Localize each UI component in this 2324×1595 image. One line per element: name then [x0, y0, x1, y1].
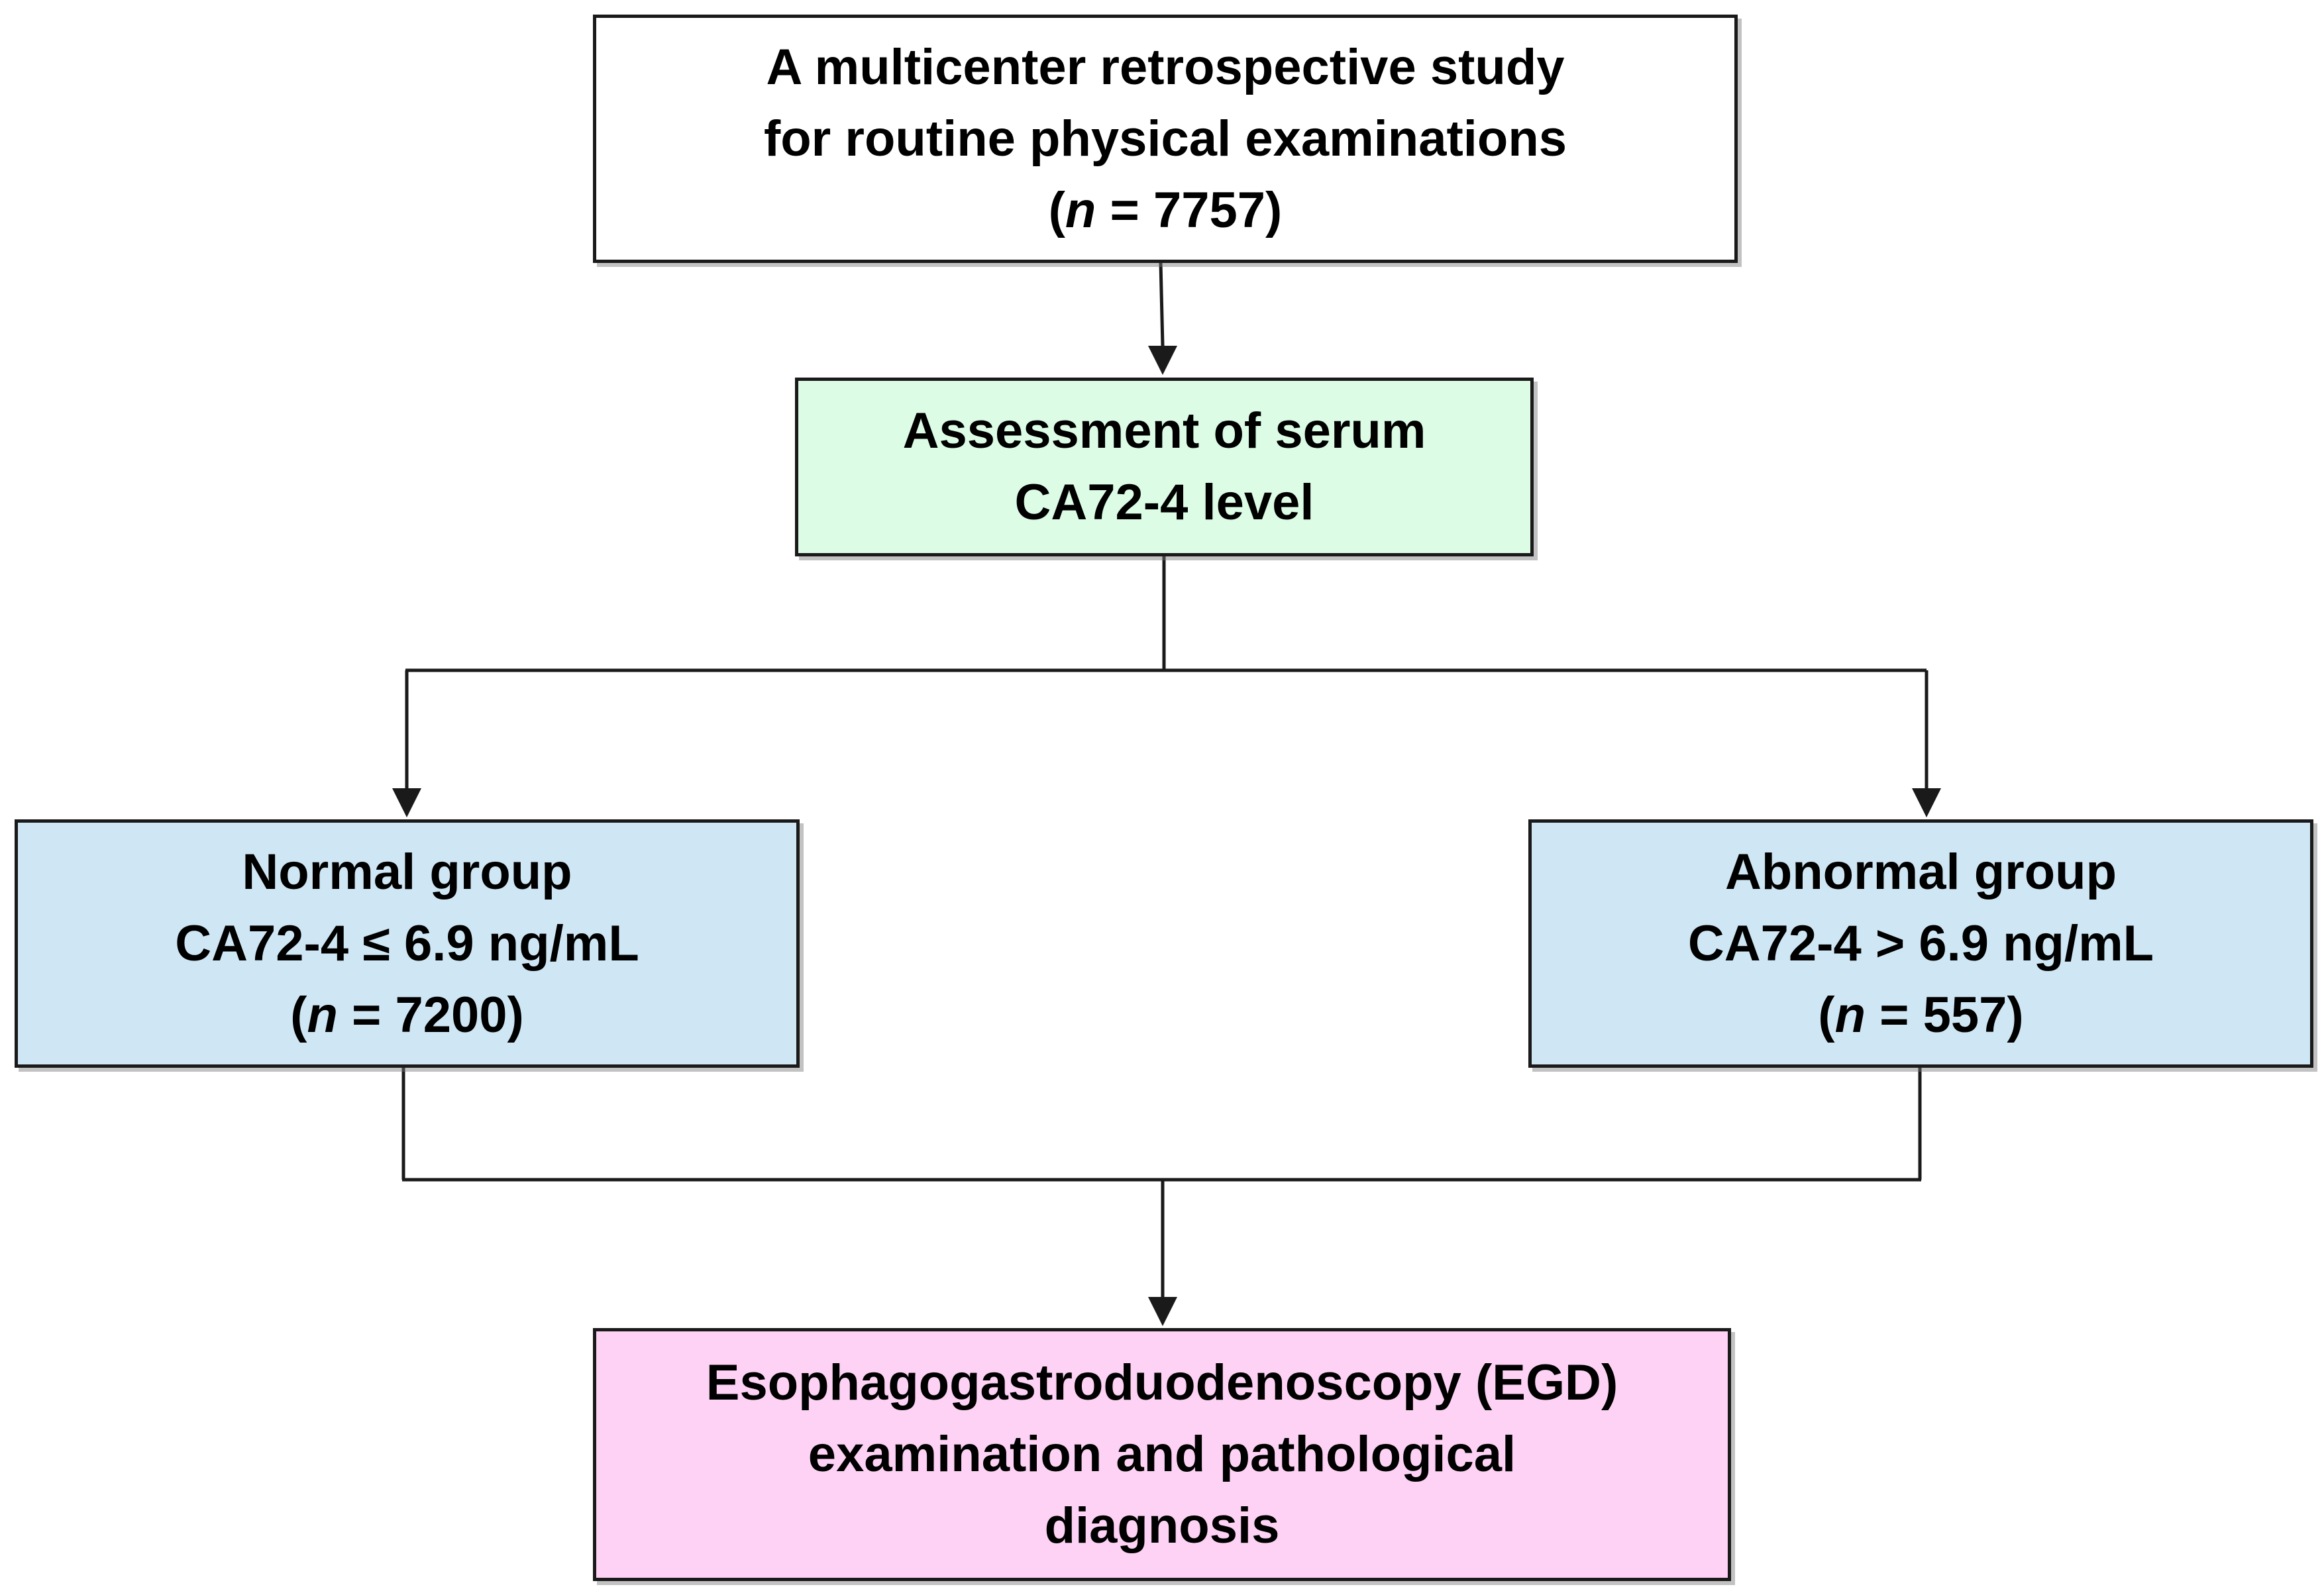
assessment-line-1: Assessment of serum [902, 403, 1426, 459]
abnormal-n-prefix: ( [1818, 986, 1835, 1043]
assessment-node: Assessment of serum CA72-4 level [795, 378, 1534, 556]
normal-line-2: CA72-4 ≤ 6.9 ng/mL [175, 915, 639, 972]
normal-n-prefix: ( [290, 986, 307, 1043]
study-sample-size: (n = 7757) [764, 175, 1567, 246]
edge-study-to-assessment [1159, 262, 1165, 346]
egd-line-3: diagnosis [1044, 1498, 1280, 1554]
normal-line-1: Normal group [242, 843, 572, 900]
arrowhead-assessment [1148, 346, 1177, 375]
study-node: A multicenter retrospective study for ro… [593, 15, 1738, 263]
normal-n-symbol: n [307, 986, 338, 1043]
normal-sample-size: (n = 7200) [175, 980, 639, 1051]
study-n-prefix: ( [1048, 181, 1065, 238]
egd-node: Esophagogastroduodenoscopy (EGD) examina… [593, 1328, 1731, 1581]
abnormal-line-1: Abnormal group [1724, 843, 2117, 900]
study-line-1: A multicenter retrospective study [766, 38, 1565, 95]
normal-n-value: = 7200) [337, 986, 524, 1043]
egd-line-2: examination and pathological [808, 1426, 1516, 1482]
arrowhead-egd [1148, 1297, 1177, 1326]
abnormal-sample-size: (n = 557) [1688, 980, 2154, 1051]
study-n-symbol: n [1065, 181, 1096, 238]
abnormal-line-2: CA72-4 > 6.9 ng/mL [1687, 915, 2154, 972]
study-line-2: for routine physical examinations [763, 110, 1567, 167]
abnormal-n-symbol: n [1834, 986, 1866, 1043]
egd-line-1: Esophagogastroduodenoscopy (EGD) [706, 1355, 1618, 1411]
arrowhead-normal [392, 788, 421, 817]
arrowhead-abnormal [1912, 788, 1941, 817]
study-n-value: = 7757) [1096, 181, 1283, 238]
assessment-line-2: CA72-4 level [1014, 474, 1314, 531]
abnormal-group-node: Abnormal group CA72-4 > 6.9 ng/mL (n = 5… [1528, 819, 2313, 1068]
normal-group-node: Normal group CA72-4 ≤ 6.9 ng/mL (n = 720… [15, 819, 800, 1068]
abnormal-n-value: = 557) [1866, 986, 2024, 1043]
